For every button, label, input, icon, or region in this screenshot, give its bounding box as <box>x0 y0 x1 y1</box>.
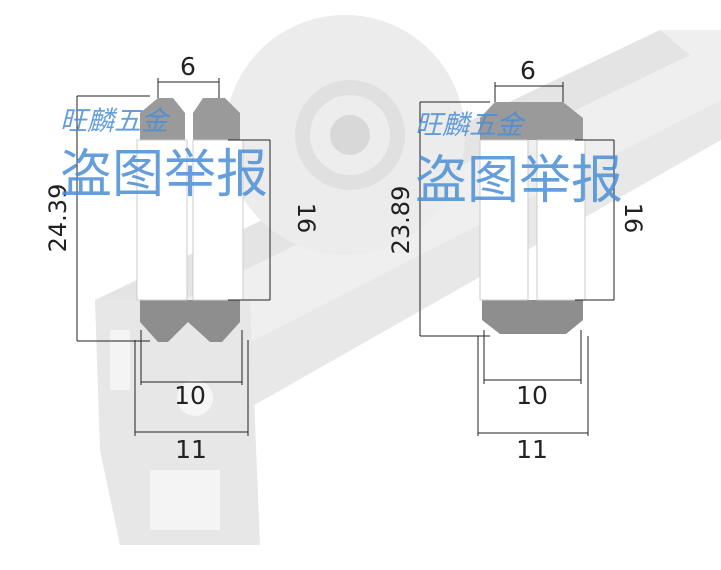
watermark-right: 旺麟五金 盗图举报 <box>415 110 623 211</box>
left-total-height-label: 24.39 <box>44 184 72 253</box>
right-outer-width-label: 11 <box>516 435 548 464</box>
left-bore-left <box>136 139 188 301</box>
watermark-shop-name-left: 旺麟五金 <box>60 106 171 137</box>
left-top-width-label: 6 <box>180 52 196 81</box>
right-inner-width-label: 10 <box>516 381 548 410</box>
right-bottom-rim <box>482 300 583 334</box>
right-top-width-label: 6 <box>520 56 536 85</box>
right-bore-left <box>479 139 529 301</box>
left-bore-right <box>192 139 244 301</box>
left-bore-height-label: 16 <box>292 203 320 234</box>
left-bottom-rim-left <box>140 300 188 342</box>
left-inner-width-label: 10 <box>174 381 206 410</box>
right-bore-right <box>536 139 586 301</box>
watermark-left: 旺麟五金 盗图举报 <box>60 106 268 205</box>
left-top-rim-right <box>193 98 240 140</box>
left-dimension-lines <box>76 78 271 436</box>
left-bottom-rim-right <box>188 300 240 342</box>
right-total-height-label: 23.89 <box>387 186 415 255</box>
right-top-rim <box>480 102 583 140</box>
watermark-shop-name-right: 旺麟五金 <box>415 110 526 141</box>
left-top-rim-left <box>140 98 185 140</box>
left-wheel-profile <box>136 98 244 342</box>
right-bore-height-label: 16 <box>619 203 647 234</box>
watermark-report-right: 盗图举报 <box>415 151 623 211</box>
right-dimension-lines <box>419 82 615 436</box>
left-outer-width-label: 11 <box>175 435 207 464</box>
right-wheel-profile <box>479 102 586 334</box>
watermark-report-left: 盗图举报 <box>60 145 268 205</box>
